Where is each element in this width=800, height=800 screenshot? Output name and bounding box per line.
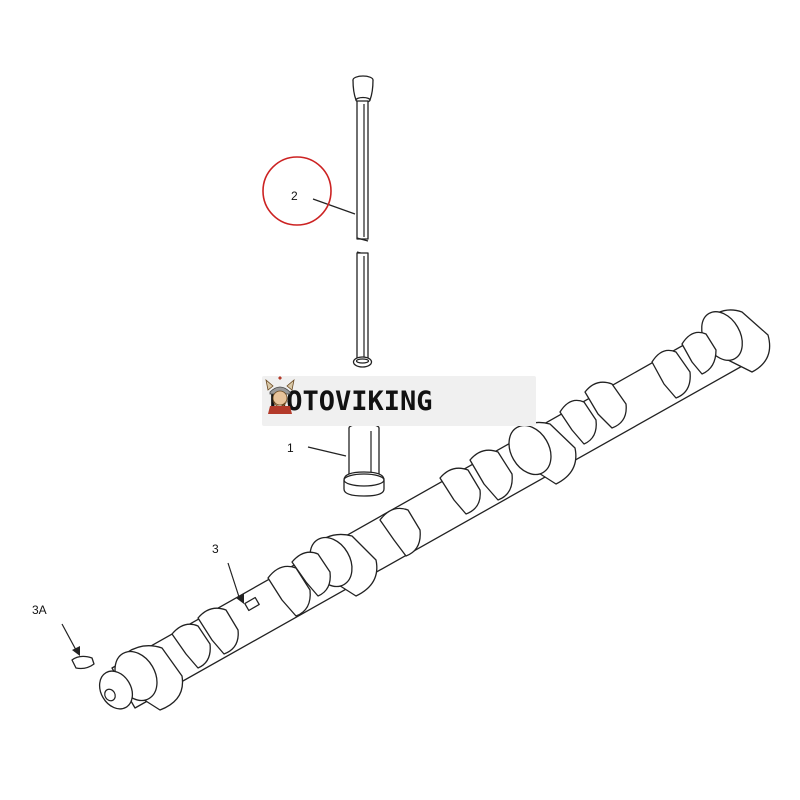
watermark-text: MOTOVIKING [270, 385, 433, 417]
callout-2: 2 [291, 189, 298, 203]
valve-lifter [343, 423, 385, 497]
woodruff-key [71, 655, 95, 670]
watermark-banner: MOTOVIKING [262, 376, 536, 426]
camshaft [98, 309, 771, 711]
viking-mascot-icon [265, 376, 295, 414]
callout-1: 1 [287, 441, 294, 455]
callout-3a: 3A [32, 603, 47, 617]
push-rod [352, 75, 374, 368]
cam-lobes [171, 331, 717, 669]
highlight-circle [262, 156, 332, 226]
journal-mid-right [508, 421, 577, 485]
callout-3: 3 [212, 542, 219, 556]
leader-lines [61, 198, 356, 656]
